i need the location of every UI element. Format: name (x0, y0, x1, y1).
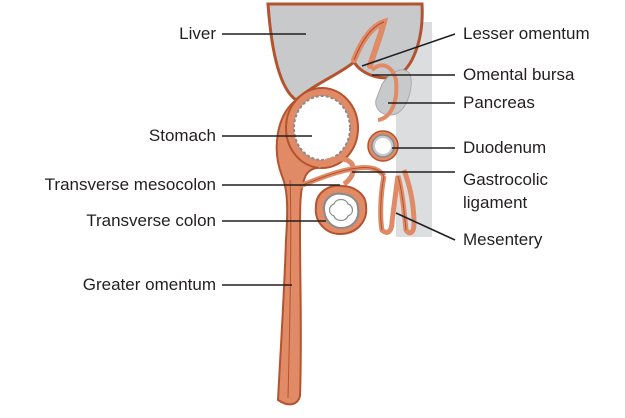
label-transverse-colon: Transverse colon (86, 211, 216, 230)
leader-lesser-omentum (361, 33, 456, 67)
greater-omentum-shape (275, 99, 319, 406)
label-transverse-mesocolon: Transverse mesocolon (44, 175, 216, 194)
stomach-lumen (299, 101, 345, 155)
label-duodenum: Duodenum (463, 138, 547, 157)
label-omental-bursa: Omental bursa (463, 65, 575, 84)
label-liver: Liver (179, 24, 216, 43)
lesser-omentum-outline (353, 21, 385, 61)
label-pancreas: Pancreas (463, 93, 535, 112)
transverse-colon-lumen (328, 198, 354, 222)
duodenum-lumen (375, 138, 391, 154)
label-stomach: Stomach (148, 126, 216, 145)
label-gastrocolic-line2: ligament (463, 193, 528, 212)
transverse-mesocolon-fold (299, 165, 387, 189)
label-lesser-omentum: Lesser omentum (463, 24, 590, 43)
gastrocolic-fold (316, 156, 356, 187)
leader-mesentery (395, 212, 456, 241)
label-mesentery: Mesentery (463, 230, 543, 249)
label-greater-omentum: Greater omentum (82, 275, 216, 294)
greater-omentum-inner-line (287, 179, 292, 399)
posterior-peritoneum (370, 63, 399, 122)
mesentery-outline (380, 175, 407, 231)
leader-lines (222, 33, 456, 286)
label-gastrocolic-line1: Gastrocolic (463, 170, 549, 189)
